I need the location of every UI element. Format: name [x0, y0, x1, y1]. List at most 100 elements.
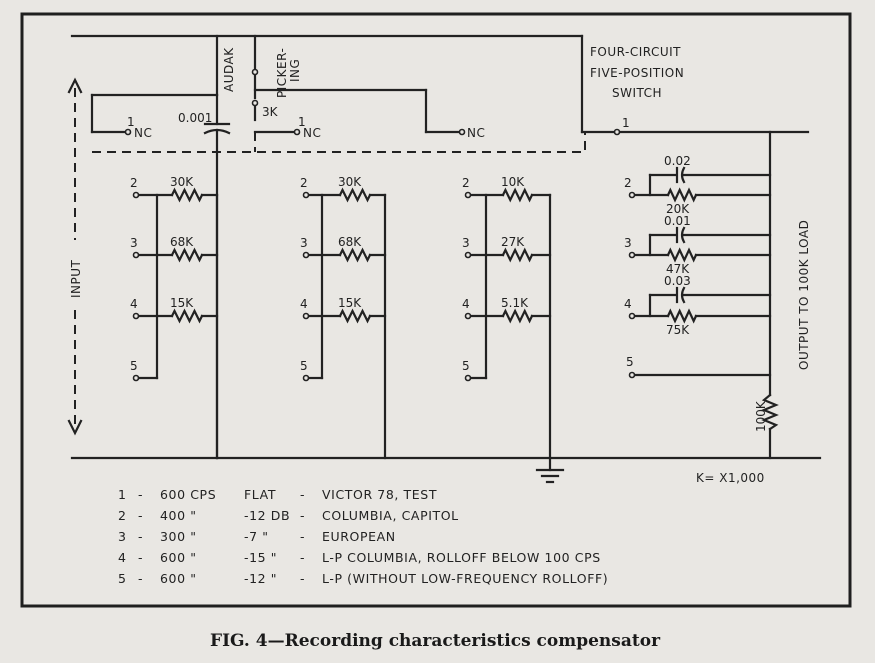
resistor-label: 5.1K: [501, 296, 529, 310]
capacitor-label: 0.01: [664, 214, 691, 228]
legend-label: COLUMBIA, CAPITOL: [322, 508, 459, 523]
legend-label: L-P COLUMBIA, ROLLOFF BELOW 100 CPS: [322, 550, 601, 565]
position-label: 4: [300, 297, 308, 311]
cap-0001-label: 0.001: [178, 111, 212, 125]
pickering-label-2: ING: [288, 59, 302, 82]
legend-level: -12 ": [244, 571, 277, 586]
k-note: K= X1,000: [696, 471, 765, 485]
pos1-label-b: 1: [298, 115, 306, 129]
resistor: [666, 308, 698, 324]
nc-label-3: NC: [467, 126, 485, 140]
resistor: [170, 308, 204, 324]
switch-position-1: 1: [622, 116, 630, 130]
nc-label-1: NC: [134, 126, 152, 140]
legend-position: 2: [118, 508, 127, 523]
resistor: [666, 247, 698, 263]
output-label: OUTPUT TO 100K LOAD: [797, 220, 811, 370]
legend-frequency: 400 ": [160, 508, 197, 523]
legend-row: 3-300 "-7 "-EUROPEAN: [118, 529, 396, 544]
position-label: 5: [130, 359, 138, 373]
resistor: [338, 247, 372, 263]
position-label: 4: [624, 297, 632, 311]
ground-symbol: [535, 456, 565, 484]
resistor-label: 30K: [338, 175, 362, 189]
legend-level: -12 DB: [244, 508, 290, 523]
legend-dash: -: [138, 571, 143, 586]
legend-position: 4: [118, 550, 127, 565]
legend-row: 5-600 "-12 "-L-P (WITHOUT LOW-FREQUENCY …: [118, 571, 608, 586]
pickering-label-1: PICKER-: [275, 48, 289, 98]
legend-frequency: 600 ": [160, 571, 197, 586]
legend-level: -7 ": [244, 529, 269, 544]
resistor-label: 10K: [501, 175, 525, 189]
legend-dash: -: [300, 550, 305, 565]
position-label: 3: [462, 236, 470, 250]
legend-level: -15 ": [244, 550, 277, 565]
legend-position: 1: [118, 487, 127, 502]
audak-label: AUDAK: [222, 47, 236, 92]
resistor-label: 20K: [666, 202, 690, 216]
position-label: 3: [300, 236, 308, 250]
position-label: 5: [626, 355, 634, 369]
legend-position: 5: [118, 571, 127, 586]
figure-frame: [20, 12, 852, 608]
switch-label-line-1: FOUR-CIRCUIT: [590, 45, 681, 59]
legend-row: 2-400 "-12 DB-COLUMBIA, CAPITOL: [118, 508, 459, 523]
legend-dash: -: [300, 571, 305, 586]
legend-frequency: 600 ": [160, 550, 197, 565]
legend-frequency: 300 ": [160, 529, 197, 544]
position-label: 5: [300, 359, 308, 373]
legend-dash: -: [300, 487, 305, 502]
legend-dash: -: [300, 529, 305, 544]
resistor: [501, 308, 534, 324]
resistor: [666, 187, 698, 203]
capacitor-label: 0.03: [664, 274, 691, 288]
position-label: 2: [624, 176, 632, 190]
position-label: 5: [462, 359, 470, 373]
resistor-label: 68K: [338, 235, 362, 249]
output-section: 100K OUTPUT TO 100K LOAD K= X1,000: [696, 130, 811, 485]
resistor: [170, 247, 204, 263]
legend-dash: -: [138, 529, 143, 544]
pos1-label-a: 1: [127, 115, 135, 129]
legend-label: EUROPEAN: [322, 529, 396, 544]
legend-dash: -: [138, 550, 143, 565]
resistor: [501, 247, 534, 263]
resistor-label: 15K: [170, 296, 194, 310]
legend-position: 3: [118, 529, 127, 544]
resistor-label: 68K: [170, 235, 194, 249]
resistor: [338, 187, 372, 203]
input-arrow: INPUT: [67, 77, 83, 436]
legend-dash: -: [138, 508, 143, 523]
position-label: 2: [462, 176, 470, 190]
legend-dash: -: [300, 508, 305, 523]
resistor: [501, 187, 534, 203]
legend-level: FLAT: [244, 487, 276, 502]
resistor-label: 75K: [666, 323, 690, 337]
position-label: 3: [624, 236, 632, 250]
nc-label-2: NC: [303, 126, 321, 140]
resistor: [338, 308, 372, 324]
position-label: 2: [130, 176, 138, 190]
figure-caption: FIG. 4—Recording characteristics compens…: [210, 631, 661, 651]
position-label: 3: [130, 236, 138, 250]
bank-2: 2 30K 3 68K 4 15K 5: [300, 175, 387, 460]
position-label: 2: [300, 176, 308, 190]
legend-frequency: 600 CPS: [160, 487, 216, 502]
resistor-label: 15K: [338, 296, 362, 310]
position-label: 4: [462, 297, 470, 311]
resistor: [170, 187, 204, 203]
capacitor-label: 0.02: [664, 154, 691, 168]
switch-label-line-3: SWITCH: [612, 86, 662, 100]
legend-label: L-P (WITHOUT LOW-FREQUENCY ROLLOFF): [322, 571, 608, 586]
legend-label: VICTOR 78, TEST: [322, 487, 437, 502]
position-label: 4: [130, 297, 138, 311]
res-100k-label: 100K: [754, 400, 768, 432]
